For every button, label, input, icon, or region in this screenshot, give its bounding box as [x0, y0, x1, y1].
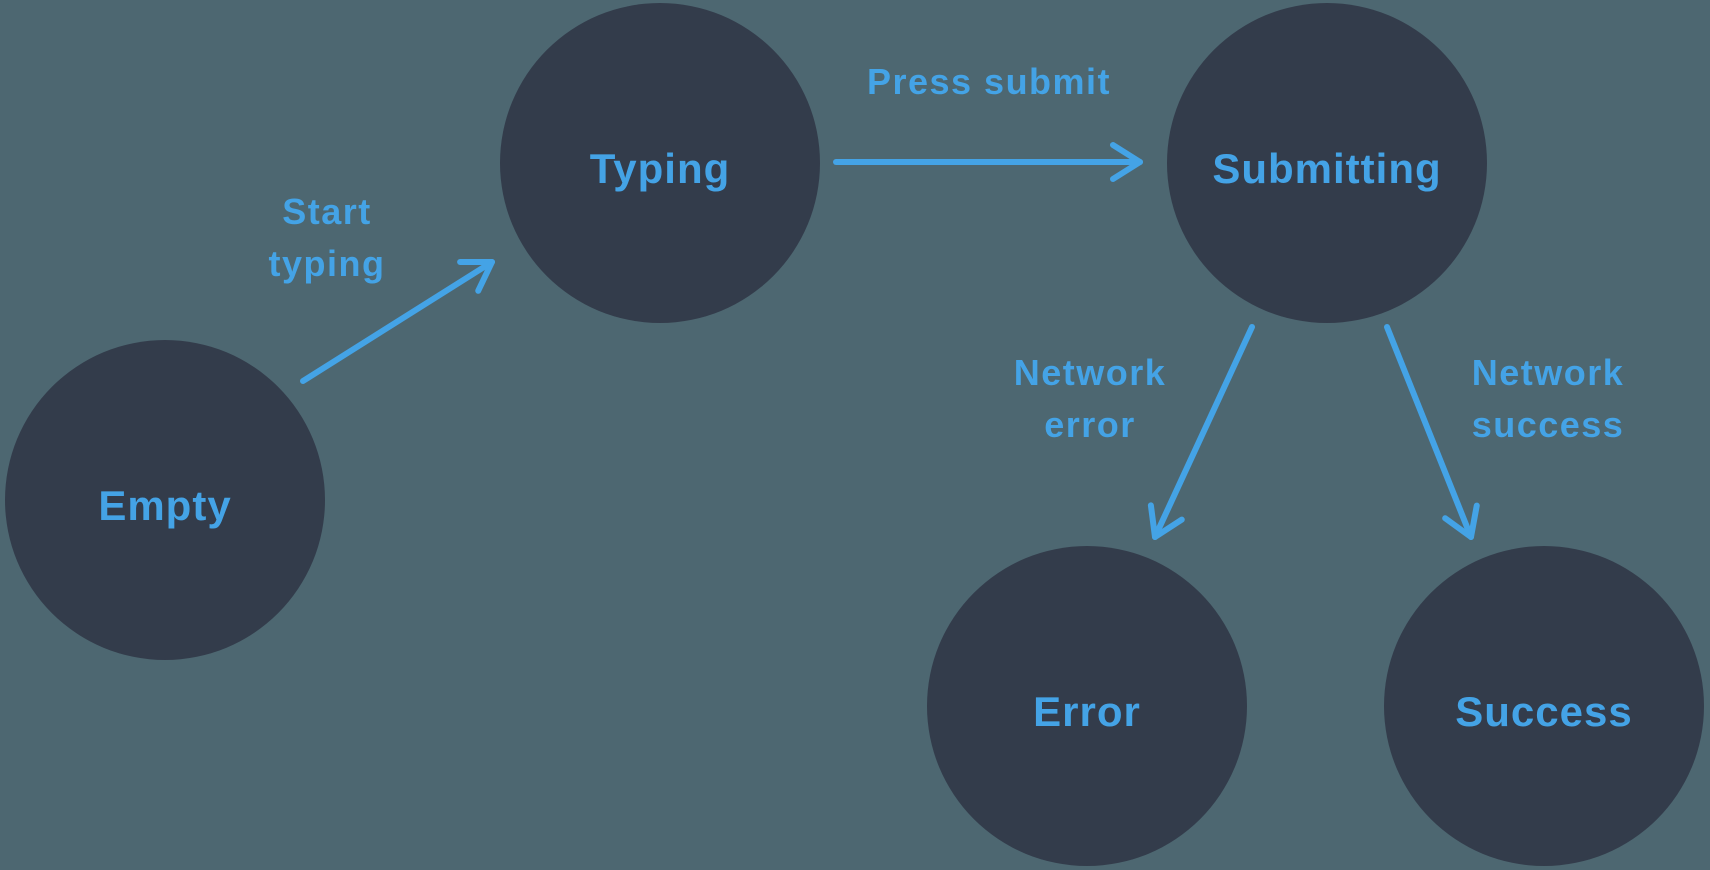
- transition-arrow-network-error: [1147, 324, 1255, 540]
- transition-label-line: Start: [282, 191, 372, 232]
- transition-label-line: Network: [1013, 352, 1167, 393]
- transition-label-press-submit: Press submit: [839, 56, 1139, 108]
- state-label-error: Error: [1033, 688, 1141, 735]
- state-circle-empty: Empty: [5, 340, 325, 660]
- transition-label-line: error: [1044, 404, 1136, 445]
- state-label-success: Success: [1455, 688, 1633, 735]
- transition-label-network-success: Network success: [1438, 347, 1658, 451]
- state-circle-submitting: Submitting: [1167, 3, 1487, 323]
- state-label-empty: Empty: [98, 482, 232, 529]
- transition-label-network-error: Network error: [980, 347, 1200, 451]
- state-label-typing: Typing: [589, 145, 731, 192]
- transition-label-line: success: [1471, 404, 1625, 445]
- transition-arrow-network-success: [1384, 324, 1480, 540]
- transition-label-line: Press submit: [866, 61, 1112, 102]
- state-label-submitting: Submitting: [1212, 145, 1442, 192]
- state-circle-success: Success: [1384, 546, 1704, 866]
- transition-label-start-typing: Start typing: [217, 186, 437, 290]
- state-circle-error: Error: [927, 546, 1247, 866]
- transition-label-line: Network: [1471, 352, 1625, 393]
- state-circle-typing: Typing: [500, 3, 820, 323]
- transition-arrow-start-typing: [300, 259, 495, 384]
- transition-label-line: typing: [268, 243, 386, 284]
